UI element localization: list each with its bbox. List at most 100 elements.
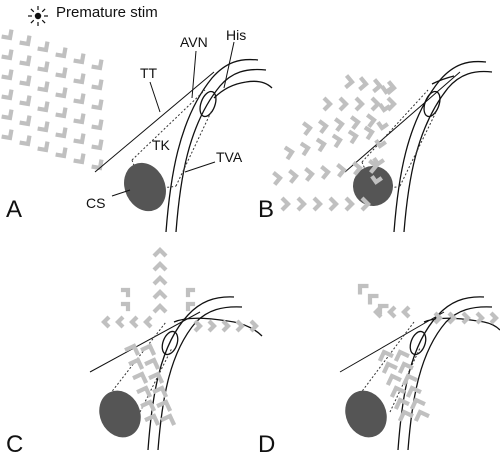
chevron-arrow-icon: [37, 101, 50, 113]
chevron-arrow-icon: [140, 399, 157, 412]
chevron-arrow-icon: [397, 361, 414, 374]
chevron-arrow-icon: [360, 196, 371, 212]
chevron-arrow-icon: [148, 371, 165, 384]
chevron-arrow-icon: [37, 41, 50, 53]
chevron-arrow-icon: [1, 89, 14, 101]
chevron-arrow-icon: [387, 305, 397, 319]
chevron-arrow-icon: [378, 103, 391, 113]
chevron-arrow-icon: [367, 293, 379, 305]
chevron-arrow-icon: [374, 139, 387, 149]
chevron-arrow-icon: [144, 413, 161, 426]
chevron-arrow-icon: [365, 113, 377, 129]
chevron-arrow-icon: [55, 87, 68, 99]
anatomy-d: [339, 296, 500, 451]
chevron-arrow-icon: [144, 357, 161, 370]
chevron-arrow-icon: [37, 121, 50, 133]
chevron-arrow-icon: [19, 75, 32, 87]
chevron-arrow-icon: [389, 385, 406, 398]
chevron-arrow-icon: [185, 301, 196, 312]
chevron-arrow-icon: [156, 399, 173, 412]
chevron-arrow-icon: [397, 409, 414, 422]
chevron-arrow-icon: [288, 169, 299, 184]
chevron-arrow-icon: [129, 315, 139, 329]
chevron-arrow-icon: [55, 47, 68, 59]
label-cs: CS: [86, 195, 105, 211]
chevron-arrow-icon: [328, 196, 339, 212]
chevron-arrow-icon: [124, 343, 141, 356]
chevron-arrow-icon: [37, 81, 50, 93]
chevron-arrow-icon: [336, 163, 347, 178]
chevron-arrow-icon: [376, 121, 389, 131]
chevron-arrow-icon: [370, 96, 381, 112]
chevron-arrow-icon: [283, 145, 295, 161]
coronary-sinus-ostium: [353, 166, 393, 206]
chevron-arrow-icon: [101, 315, 111, 329]
chevron-arrow-icon: [152, 247, 168, 258]
label-tva: TVA: [216, 149, 243, 165]
chevron-arrow-icon: [37, 61, 50, 73]
av-node: [199, 90, 217, 118]
panel-letter-b: B: [258, 196, 274, 223]
chevron-arrow-icon: [357, 283, 369, 295]
coronary-sinus-ostium: [124, 162, 166, 212]
chevron-arrow-icon: [301, 121, 313, 137]
chevron-arrow-icon: [381, 361, 398, 374]
wavefront-chevrons-d: [357, 283, 499, 422]
chevron-arrow-icon: [55, 67, 68, 79]
panel-b: B: [258, 60, 493, 233]
chevron-arrow-icon: [320, 165, 331, 180]
chevron-arrow-icon: [55, 107, 68, 119]
chevron-arrow-icon: [152, 275, 168, 286]
chevron-arrow-icon: [152, 261, 168, 272]
chevron-arrow-icon: [73, 73, 86, 85]
chevron-arrow-icon: [380, 85, 393, 95]
chevron-arrow-icon: [393, 349, 410, 362]
label-his: His: [226, 27, 246, 43]
chevron-arrow-icon: [393, 397, 410, 410]
chevron-arrow-icon: [304, 167, 315, 182]
chevron-arrow-icon: [120, 287, 131, 298]
chevron-arrow-icon: [19, 55, 32, 67]
chevron-arrow-icon: [349, 115, 361, 131]
chevron-arrow-icon: [372, 157, 385, 167]
chevron-arrow-icon: [358, 76, 369, 92]
chevron-arrow-icon: [55, 127, 68, 139]
chevron-arrow-icon: [401, 305, 411, 319]
chevron-arrow-icon: [73, 53, 86, 65]
wavefront-chevrons-c: [101, 247, 259, 426]
chevron-arrow-icon: [489, 311, 499, 325]
chevron-arrow-icon: [73, 153, 86, 165]
chevron-arrow-icon: [91, 79, 104, 91]
his-bundle: [213, 80, 273, 99]
chevron-arrow-icon: [312, 196, 323, 212]
chevron-arrow-icon: [363, 125, 375, 141]
chevron-arrow-icon: [128, 357, 145, 370]
anatomy-c: [89, 296, 263, 451]
tricuspid-annulus-inner: [175, 68, 267, 233]
chevron-arrow-icon: [405, 385, 422, 398]
anatomy-b: [344, 60, 493, 233]
tricuspid-annulus-outer: [165, 58, 259, 233]
chevron-arrow-icon: [235, 319, 245, 333]
chevron-arrow-icon: [280, 196, 291, 212]
chevron-arrow-icon: [315, 137, 327, 153]
chevron-arrow-icon: [401, 373, 418, 386]
chevron-arrow-icon: [185, 287, 196, 298]
chevron-arrow-icon: [221, 319, 231, 333]
chevron-arrow-icon: [333, 117, 345, 133]
chevron-arrow-icon: [347, 129, 359, 145]
chevron-arrow-icon: [317, 119, 329, 135]
chevron-arrow-icon: [1, 69, 14, 81]
chevron-arrow-icon: [91, 139, 104, 151]
chevron-arrow-icon: [115, 315, 125, 329]
chevron-arrow-icon: [55, 147, 68, 159]
chevron-arrow-icon: [373, 305, 383, 319]
chevron-arrow-icon: [299, 141, 311, 157]
chevron-arrow-icon: [91, 59, 104, 71]
chevron-arrow-icon: [19, 135, 32, 147]
chevron-arrow-icon: [73, 113, 86, 125]
stimulus-label: Premature stim: [56, 4, 158, 21]
chevron-arrow-icon: [249, 319, 259, 333]
wavefront-chevrons-b: [272, 74, 397, 212]
chevron-arrow-icon: [140, 343, 157, 356]
